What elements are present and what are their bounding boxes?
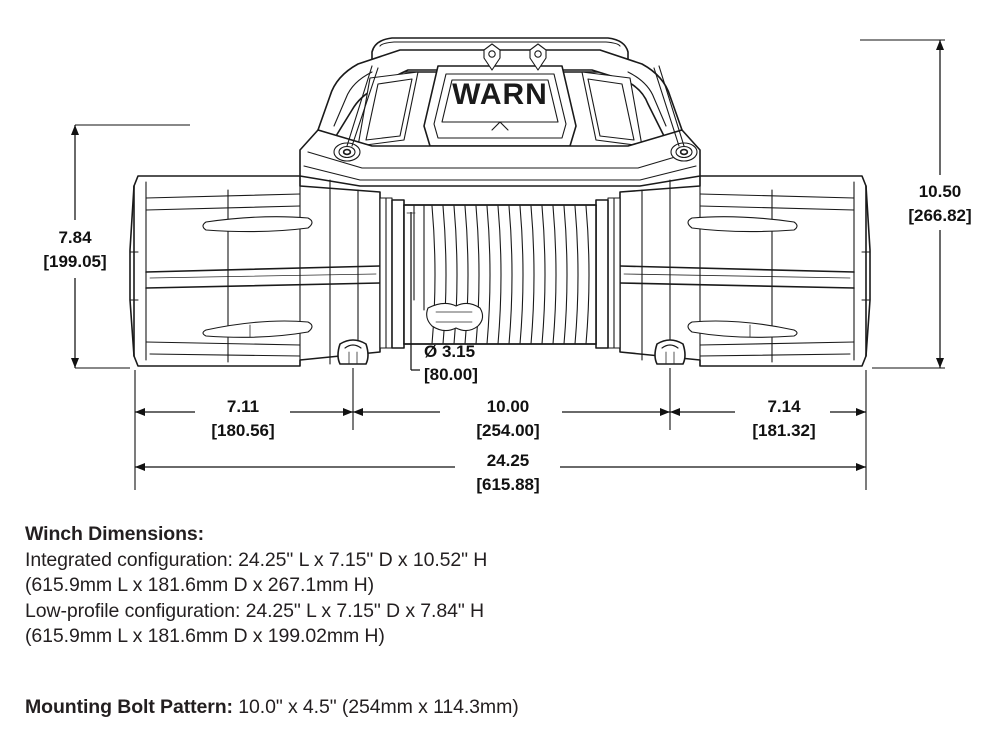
dim-10-00-mm: [254.00] xyxy=(476,421,539,440)
winch-dimensions-line-4: (615.9mm L x 181.6mm D x 199.02mm H) xyxy=(25,625,385,647)
winch-dimensions-line-2: (615.9mm L x 181.6mm D x 267.1mm H) xyxy=(25,574,375,596)
mount-bolt-right xyxy=(654,339,686,365)
winch-dimensions-line-1: Integrated configuration: 24.25" L x 7.1… xyxy=(25,548,488,571)
mounting-bolt-pattern-value: 10.0" x 4.5" (254mm x 114.3mm) xyxy=(238,696,519,718)
mounting-bolt-pattern-line: Mounting Bolt Pattern: 10.0" x 4.5" (254… xyxy=(25,695,519,721)
cable-clamp-detail xyxy=(426,302,484,332)
dimension-drum-diameter: Ø 3.15 [80.00] xyxy=(406,212,478,384)
dimension-row-horizontal: 7.11 [180.56] 10.00 [254.00] 7.14 [181.3… xyxy=(134,368,867,490)
dim-7-11-mm: [180.56] xyxy=(211,421,274,440)
winch-dimensions-spec: Winch Dimensions: Integrated configurati… xyxy=(25,522,487,650)
winch-shoulder-bolts xyxy=(333,65,698,162)
dim-7-11-inches: 7.11 xyxy=(227,397,259,416)
winch-left-housing xyxy=(129,175,393,367)
mounting-bolt-pattern-label: Mounting Bolt Pattern: xyxy=(25,696,233,718)
winch-cable-drum xyxy=(391,199,609,349)
warn-logo-text: WARN xyxy=(452,78,548,111)
dim-10-50-mm: [266.82] xyxy=(908,206,971,225)
dimension-height-low-profile: 7.84 [199.05] xyxy=(43,124,190,369)
dim-10-00-inches: 10.00 xyxy=(487,397,530,416)
dimension-overall-length: 24.25 [615.88] xyxy=(135,451,866,494)
specification-text-block: Winch Dimensions: Integrated configurati… xyxy=(0,505,1000,750)
dim-24-25-mm: [615.88] xyxy=(476,475,539,494)
dim-7-84-inches: 7.84 xyxy=(58,228,92,247)
mount-bolt-left xyxy=(337,339,369,365)
winch-mounting-bolts xyxy=(337,339,686,365)
mounting-bolt-pattern-spec: Mounting Bolt Pattern: 10.0" x 4.5" (254… xyxy=(25,695,519,721)
dim-10-50-inches: 10.50 xyxy=(919,182,962,201)
dimension-height-integrated: 10.50 [266.82] xyxy=(860,39,972,369)
dim-24-25-inches: 24.25 xyxy=(487,451,530,470)
winch-right-housing xyxy=(607,175,871,367)
winch-dimensions-heading: Winch Dimensions: xyxy=(25,523,205,545)
winch-technical-drawing: WARN xyxy=(43,37,972,494)
dim-7-14-inches: 7.14 xyxy=(767,397,801,416)
dim-diameter-inches: Ø 3.15 xyxy=(424,342,475,361)
winch-shroud-wings xyxy=(357,71,643,147)
winch-badge-housing: WARN xyxy=(423,43,577,159)
dim-7-14-mm: [181.32] xyxy=(752,421,815,440)
dim-7-84-mm: [199.05] xyxy=(43,252,106,271)
winch-dimensions-line-3: Low-profile configuration: 24.25" L x 7.… xyxy=(25,599,484,622)
dim-diameter-mm: [80.00] xyxy=(424,365,478,384)
